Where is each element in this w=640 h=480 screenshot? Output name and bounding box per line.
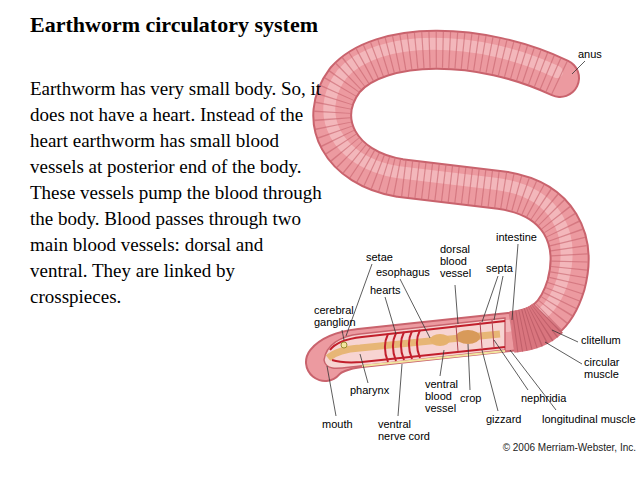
part-label: ventral blood vessel — [425, 378, 467, 414]
part-label: intestine — [496, 231, 537, 243]
part-label: crop — [460, 392, 481, 404]
part-label: esophagus — [376, 266, 430, 278]
heading: Earthworm circulatory system — [30, 12, 318, 38]
part-label: cerebral ganglion — [314, 304, 370, 328]
copyright-note: © 2006 Merriam-Webster, Inc. — [503, 442, 636, 453]
leader-lines — [327, 61, 585, 416]
part-label: pharynx — [350, 384, 389, 396]
part-label: longitudinal muscle — [542, 413, 636, 425]
part-label: septa — [486, 262, 513, 274]
part-label: ventral nerve cord — [378, 418, 434, 442]
part-label: mouth — [322, 418, 353, 430]
part-label: clitellum — [581, 334, 621, 346]
part-label: dorsal blood vessel — [440, 243, 480, 279]
part-label: setae — [366, 251, 393, 263]
part-label: hearts — [370, 284, 401, 296]
clitellum-band — [512, 318, 548, 332]
worm-body — [325, 44, 570, 362]
part-label: anus — [578, 48, 602, 60]
part-label: nephridia — [521, 392, 566, 404]
body-text: Earthworm has very small body. So, it do… — [30, 76, 322, 310]
part-label: gizzard — [486, 413, 521, 425]
part-label: circular muscle — [584, 356, 634, 380]
